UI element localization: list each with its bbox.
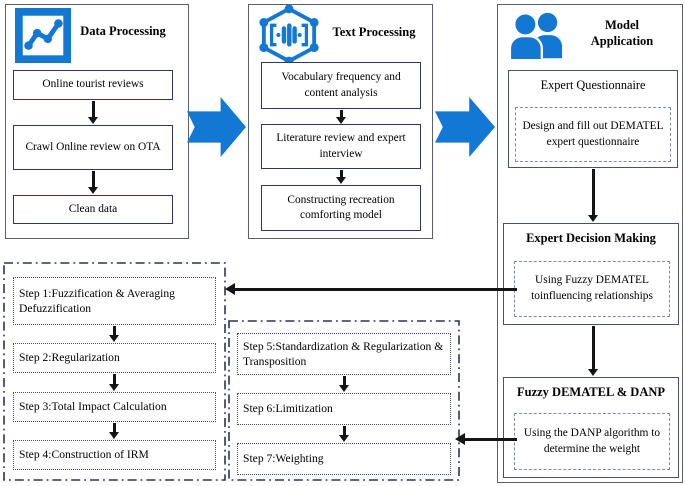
- step-7: Step 7:Weighting: [237, 443, 451, 475]
- down-arrow: [336, 170, 347, 184]
- box-crawl-online-review: Crawl Online review on OTA: [13, 125, 173, 170]
- stage-expert-questionnaire: Expert Questionnaire Design and fill out…: [508, 70, 678, 168]
- stage-detail: Using Fuzzy DEMATEL toinfluencing relati…: [514, 261, 670, 317]
- box-vocabulary-frequency: Vocabulary frequency and content analysi…: [261, 62, 421, 109]
- step-4: Step 4:Construction of IRM: [13, 440, 216, 470]
- box-online-tourist-reviews: Online tourist reviews: [13, 70, 173, 100]
- fuzzy-dematel-steps-group: [3, 262, 226, 481]
- down-arrow: [109, 423, 120, 439]
- text-processing-title: Text Processing: [332, 25, 416, 39]
- model-application-title: Model Application: [590, 18, 654, 48]
- step-2: Step 2:Regularization: [13, 343, 216, 373]
- down-arrow: [339, 426, 350, 442]
- danp-steps-group: [228, 320, 460, 481]
- step-3: Step 3:Total Impact Calculation: [13, 392, 216, 422]
- box-constructing-model: Constructing recreation comforting model: [261, 185, 421, 231]
- down-arrow: [88, 101, 99, 124]
- stage-detail: Design and fill out DEMATEL expert quest…: [515, 107, 671, 162]
- box-literature-review: Literature review and expert interview: [261, 124, 421, 169]
- blue-flow-arrow-2: [435, 97, 495, 157]
- arrow-decision-to-steps: [225, 283, 517, 296]
- stage-title: Expert Decision Making: [526, 231, 656, 245]
- people-icon: [505, 8, 567, 66]
- blue-flow-arrow-1: [187, 97, 246, 157]
- stage-title: Expert Questionnaire: [540, 78, 646, 92]
- down-arrow: [109, 374, 120, 391]
- down-arrow: [109, 326, 120, 342]
- box-clean-data: Clean data: [13, 195, 173, 224]
- down-arrow: [336, 110, 347, 124]
- hexagon-network-icon: [258, 5, 320, 65]
- step-1: Step 1:Fuzzification & Averaging Defuzzi…: [13, 277, 216, 325]
- down-arrow: [588, 169, 599, 222]
- down-arrow: [88, 171, 99, 194]
- stage-detail: Using the DANP algorithm to determine th…: [514, 413, 670, 470]
- arrow-danp-to-steps: [455, 433, 517, 446]
- stage-expert-decision-making: Expert Decision Making Using Fuzzy DEMAT…: [503, 223, 679, 325]
- step-6: Step 6:Limitization: [237, 393, 451, 425]
- data-processing-title: Data Processing: [80, 24, 166, 38]
- step-5: Step 5:Standardization & Regularization …: [237, 333, 451, 375]
- down-arrow: [588, 326, 599, 376]
- line-chart-icon: [14, 8, 72, 64]
- down-arrow: [339, 376, 350, 392]
- stage-fuzzy-dematel-danp: Fuzzy DEMATEL & DANP Using the DANP algo…: [503, 377, 679, 478]
- stage-title: Fuzzy DEMATEL & DANP: [516, 385, 666, 399]
